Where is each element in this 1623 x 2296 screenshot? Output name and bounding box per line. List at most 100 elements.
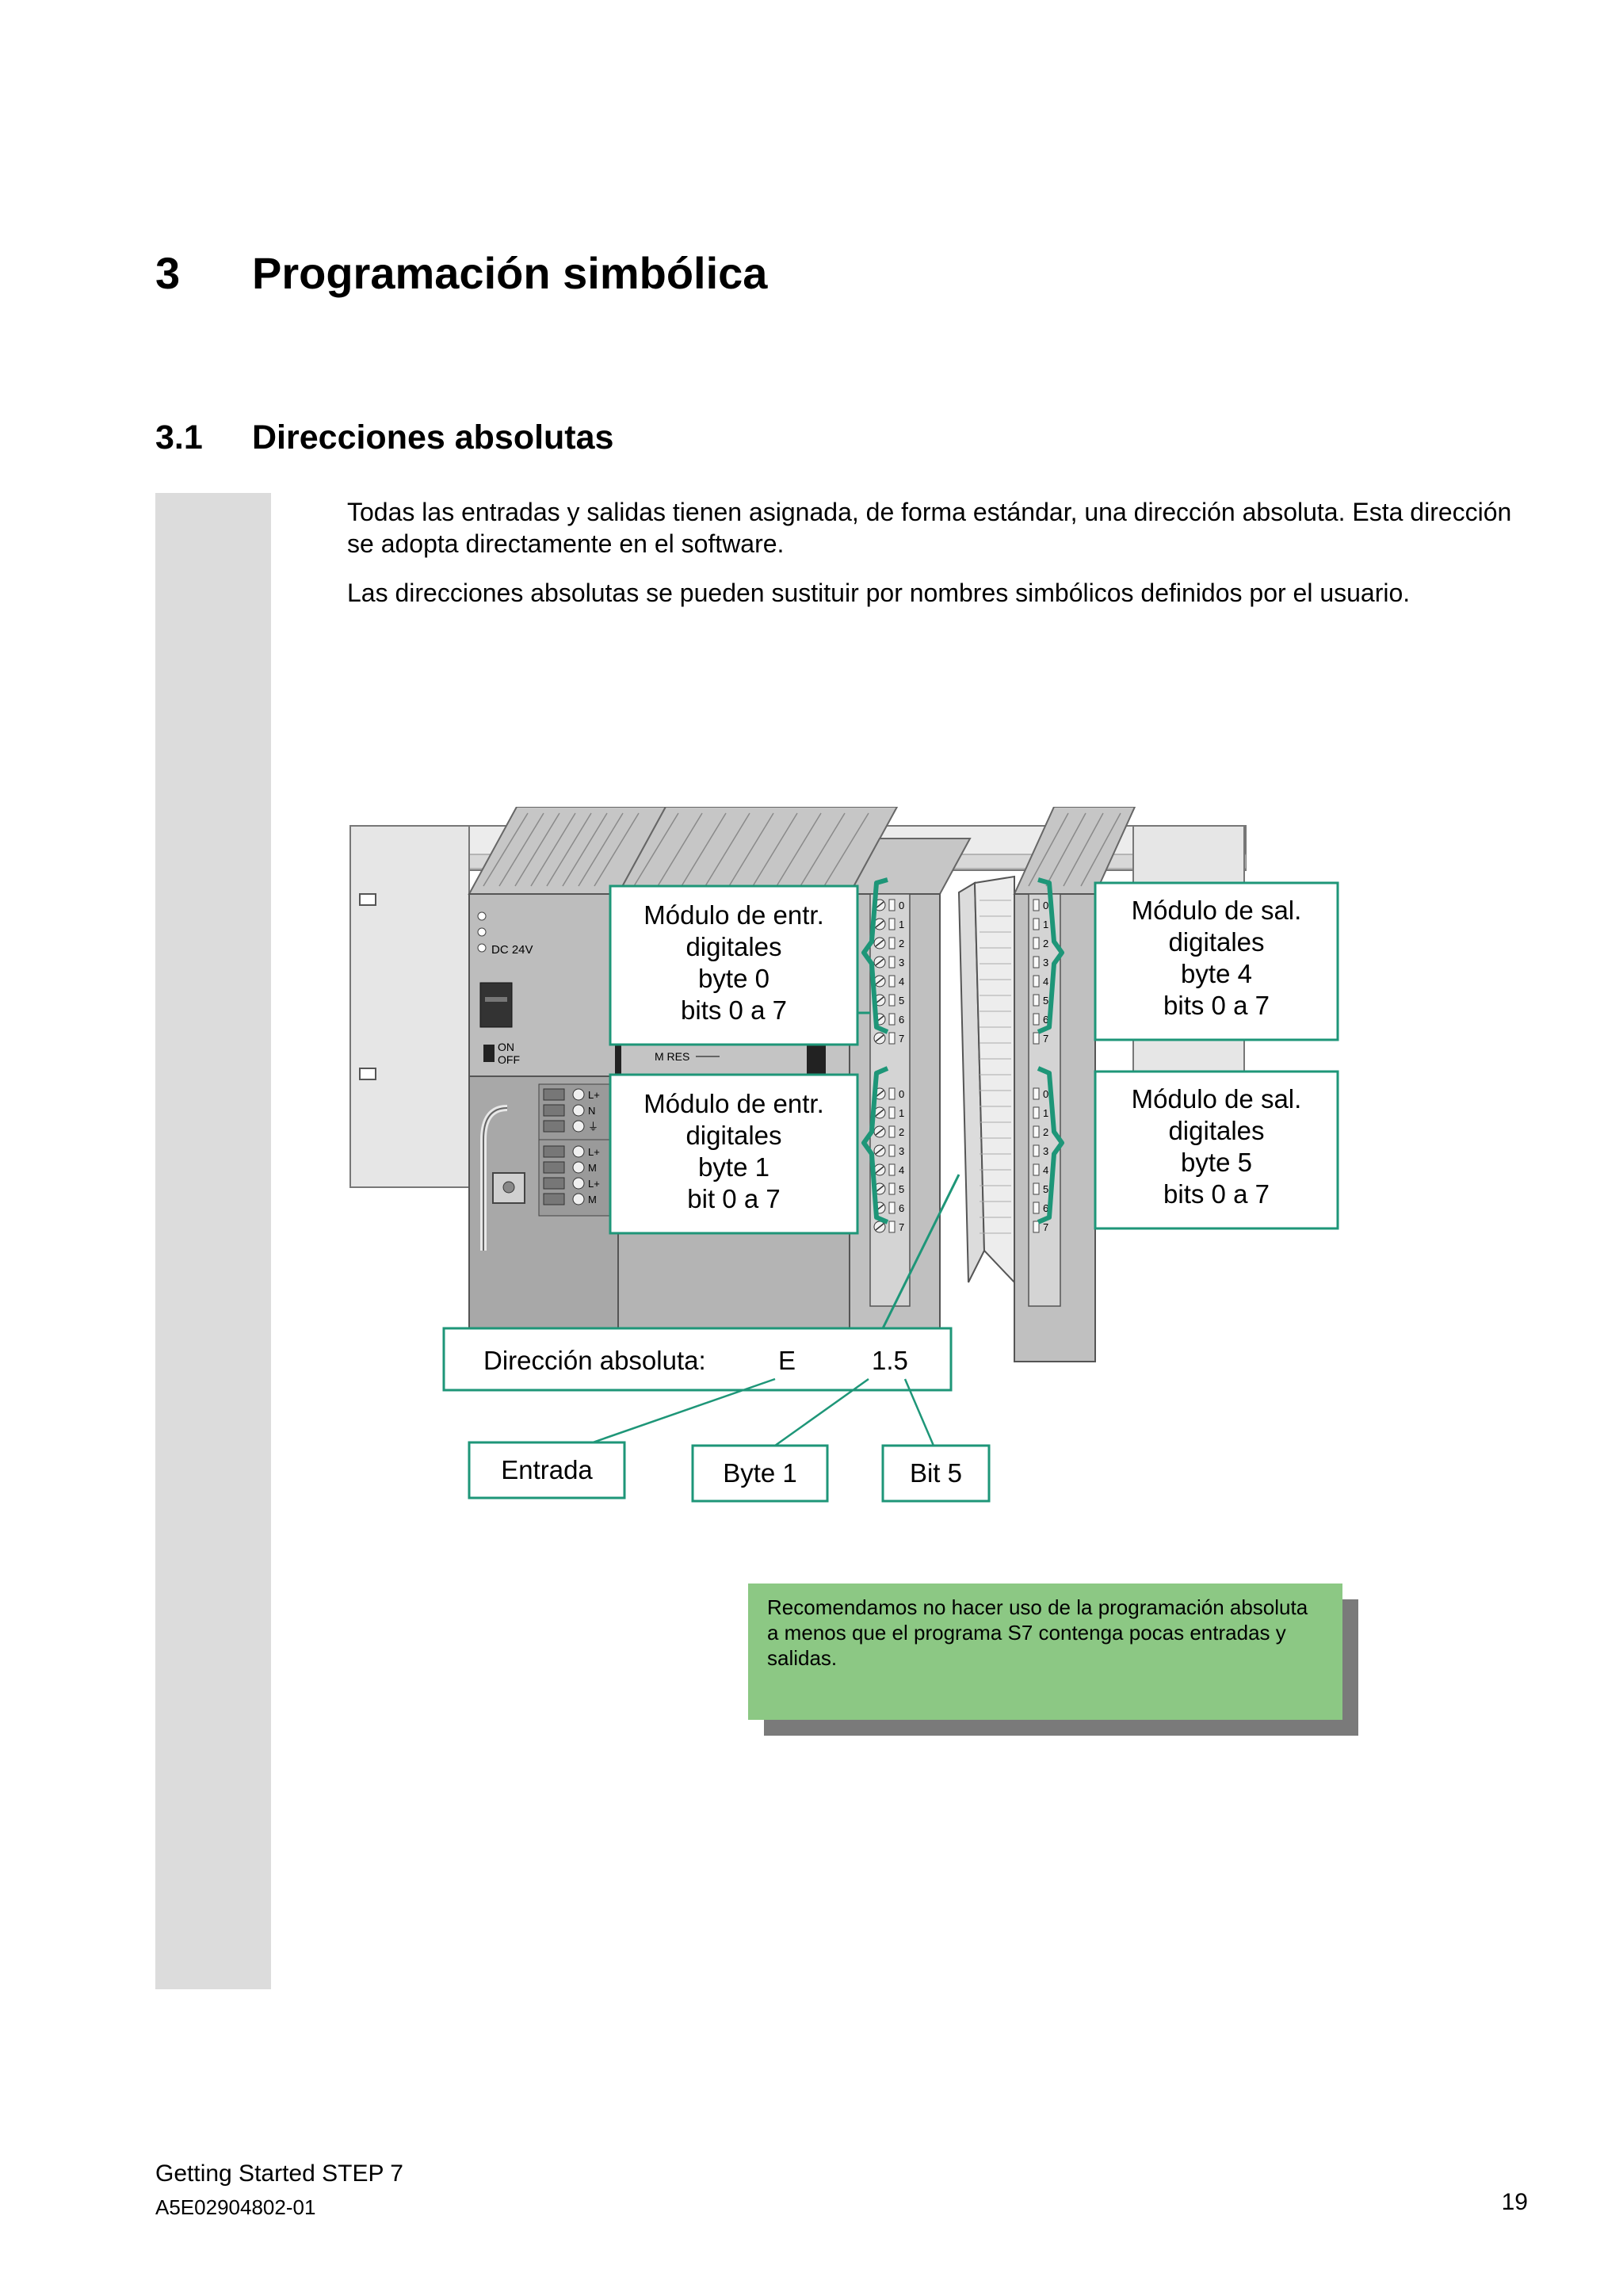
bit-number: 5	[1043, 1183, 1048, 1195]
bit-number: 4	[899, 976, 904, 988]
screw-slot	[875, 1109, 884, 1117]
status-led	[1033, 1221, 1040, 1233]
bit-number: 0	[899, 1088, 904, 1100]
absolute-address-box: Dirección absoluta: E 1.5	[442, 1327, 953, 1392]
address-part-lines	[592, 1377, 935, 1447]
terminal-label: M	[588, 1162, 597, 1174]
svg-text:Entrada: Entrada	[501, 1455, 593, 1484]
svg-text:bit 0 a 7: bit 0 a 7	[687, 1184, 780, 1213]
bit-number: 6	[1043, 1014, 1048, 1026]
bit-number: 5	[899, 995, 904, 1007]
part-entrada: Entrada	[468, 1441, 626, 1499]
bit-number: 5	[1043, 995, 1048, 1007]
switch-off-label: OFF	[498, 1053, 520, 1066]
svg-text:digitales: digitales	[685, 1121, 781, 1150]
terminal-label: L+	[588, 1146, 600, 1158]
section-title: Direcciones absolutas	[252, 418, 614, 457]
bracket-braces	[861, 877, 1064, 1224]
bit-number: 7	[899, 1221, 904, 1233]
chapter-number: 3	[155, 248, 181, 298]
status-led	[888, 1144, 896, 1157]
screw-slot	[875, 1185, 884, 1193]
status-led	[888, 1087, 896, 1100]
svg-text:byte 4: byte 4	[1181, 959, 1252, 988]
status-led	[1033, 1163, 1040, 1176]
status-led	[1033, 1106, 1040, 1119]
status-led	[888, 1201, 896, 1214]
status-led	[1033, 1182, 1040, 1195]
bit-number: 4	[1043, 1164, 1048, 1176]
section-number: 3.1	[155, 418, 203, 457]
address-value: 1.5	[872, 1346, 908, 1375]
status-led	[888, 1163, 896, 1176]
status-led	[1033, 1013, 1040, 1026]
callout-output-byte5: Módulo de sal. digitales byte 5 bits 0 a…	[1094, 1070, 1339, 1230]
bit-number: 3	[899, 957, 904, 968]
status-led	[1033, 956, 1040, 968]
svg-text:Módulo de entr.: Módulo de entr.	[643, 900, 824, 930]
chapter-title: Programación simbólica	[252, 248, 768, 298]
svg-text:byte 0: byte 0	[698, 964, 769, 993]
status-led	[888, 1221, 896, 1233]
screw-slot	[875, 1223, 884, 1231]
status-led	[888, 956, 896, 968]
status-led	[1033, 899, 1040, 911]
svg-text:Módulo de entr.: Módulo de entr.	[643, 1089, 824, 1118]
bit-number: 1	[1043, 1107, 1048, 1119]
callout-input-byte0: Módulo de entr. digitales byte 0 bits 0 …	[609, 884, 859, 1046]
status-led	[1033, 975, 1040, 988]
bit-number: 2	[1043, 1126, 1048, 1138]
bit-number: 6	[1043, 1202, 1048, 1214]
terminal-label: N	[588, 1105, 595, 1117]
svg-text:byte 1: byte 1	[698, 1152, 769, 1182]
svg-text:Bit 5: Bit 5	[910, 1458, 962, 1488]
bit-number: 6	[899, 1202, 904, 1214]
footer-doc-number: A5E02904802-01	[155, 2195, 316, 2219]
bit-number: 2	[899, 1126, 904, 1138]
body-paragraph: Las direcciones absolutas se pueden sust…	[347, 579, 1411, 607]
status-led	[1033, 1201, 1040, 1214]
bit-number: 0	[1043, 900, 1048, 911]
callout-output-byte4: Módulo de sal. digitales byte 4 bits 0 a…	[1094, 881, 1339, 1041]
bit-number: 3	[899, 1145, 904, 1157]
switch-on-label: ON	[498, 1041, 514, 1053]
bit-number: 2	[899, 938, 904, 949]
svg-text:Byte 1: Byte 1	[723, 1458, 797, 1488]
terminal-label: ⏚	[588, 1121, 598, 1133]
terminal-label: L+	[588, 1178, 600, 1190]
status-led	[1033, 918, 1040, 930]
status-led	[888, 994, 896, 1007]
status-led	[1033, 1032, 1040, 1045]
recommendation-note: Recomendamos no hacer uso de la programa…	[748, 1584, 1342, 1720]
address-label: Dirección absoluta:	[483, 1346, 706, 1375]
status-led	[888, 1182, 896, 1195]
mres-label: M RES	[655, 1050, 689, 1063]
plc-address-figure: DC 24V ON OFF L+ N ⏚ L+ M L+ M	[349, 807, 1339, 1503]
part-byte: Byte 1	[691, 1444, 829, 1503]
power-terminals: L+ N ⏚ L+ M L+ M	[538, 1083, 611, 1217]
bit-number: 7	[1043, 1221, 1048, 1233]
bit-number: 4	[1043, 976, 1048, 988]
screw-slot	[875, 920, 884, 928]
status-led	[888, 1032, 896, 1045]
bit-number: 7	[1043, 1033, 1048, 1045]
part-bit: Bit 5	[881, 1444, 991, 1503]
screw-slot	[875, 1128, 884, 1136]
svg-text:bits 0 a 7: bits 0 a 7	[1163, 1179, 1270, 1209]
svg-text:digitales: digitales	[685, 932, 781, 961]
status-led	[1033, 1087, 1040, 1100]
screw-slot	[875, 996, 884, 1004]
body-paragraph: Todas las entradas y salidas tienen asig…	[347, 498, 1512, 558]
status-led	[888, 937, 896, 949]
margin-sidebar	[155, 493, 271, 1989]
svg-text:bits 0 a 7: bits 0 a 7	[1163, 991, 1270, 1020]
bit-number: 2	[1043, 938, 1048, 949]
status-led	[1033, 1125, 1040, 1138]
bit-number: 7	[899, 1033, 904, 1045]
bit-number: 0	[1043, 1088, 1048, 1100]
status-led	[888, 1106, 896, 1119]
screw-slot	[875, 977, 884, 985]
